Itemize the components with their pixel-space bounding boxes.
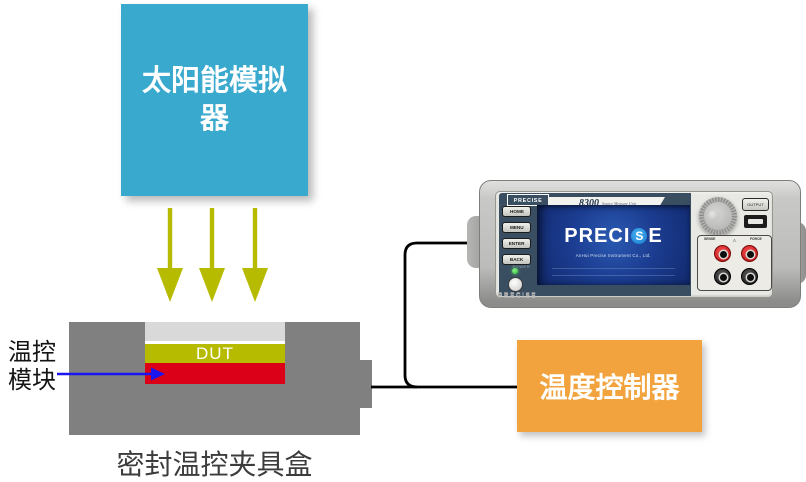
instrument-brand-label: PRECISE — [513, 196, 543, 204]
instrument-screen: PRECI S E AnHui Precise Instrument Co., … — [537, 205, 690, 285]
home-button-label: HOME — [509, 208, 524, 215]
screen-subtitle: AnHui Precise Instrument Co., Ltd. — [575, 252, 652, 258]
warning-triangle-icon: ⚠ — [732, 238, 737, 243]
power-button[interactable] — [508, 277, 523, 292]
instrument-model-label: 8300 — [579, 197, 599, 209]
force-label: FORCE — [750, 237, 762, 241]
menu-button-label: MENU — [509, 224, 524, 231]
solar-simulator-label: 太阳能模拟器 — [141, 65, 287, 135]
output-button-label: OUTPUT — [747, 202, 764, 207]
force-hi-jack[interactable] — [741, 245, 758, 262]
screen-divider-line — [552, 275, 675, 276]
output-button[interactable]: OUTPUT — [742, 198, 769, 211]
power-led-icon — [512, 268, 518, 274]
power-label: POWER — [512, 264, 531, 269]
fixture-caption: 密封温控夹具盒 — [116, 449, 313, 480]
temperature-controller-label: 温度控制器 — [539, 372, 680, 403]
jack-hole — [720, 274, 727, 281]
source-measure-unit: PRECISE 8300 Source Measure Unit HOME ME… — [455, 178, 806, 312]
sense-lo-jack[interactable] — [714, 268, 731, 285]
screen-brand-logo: PRECI S E — [564, 225, 662, 248]
force-lo-jack[interactable] — [741, 268, 758, 285]
jack-hole — [747, 251, 754, 258]
sense-label: SENSE — [704, 237, 716, 241]
jack-hole — [720, 251, 727, 258]
instrument-model-subtitle: Source Measure Unit — [602, 200, 636, 206]
dut-layer: DUT — [145, 344, 285, 363]
fixture-connector-tab — [360, 360, 372, 408]
fixture-sample-stack: DUT — [145, 322, 285, 384]
terminal-jack-panel: SENSE ⚠ FORCE — [697, 235, 772, 291]
instrument-control-area: PRECISE 8300 Source Measure Unit HOME ME… — [499, 193, 691, 296]
screen-brand-s-icon: S — [631, 228, 648, 244]
screen-divider-line — [552, 268, 675, 269]
screen-brand-left: PRECI — [564, 224, 631, 247]
thermal-module-layer — [145, 363, 285, 384]
thermal-module-pointer-arrow-icon — [57, 367, 165, 381]
menu-button[interactable]: MENU — [502, 222, 531, 233]
enter-button[interactable]: ENTER — [502, 238, 531, 249]
sense-hi-jack[interactable] — [714, 245, 731, 262]
dut-label: DUT — [196, 343, 234, 363]
back-button[interactable]: BACK — [502, 254, 531, 265]
solar-simulator-box: 太阳能模拟器 — [121, 4, 308, 196]
jack-hole — [747, 274, 754, 281]
usb-port-tongue — [748, 219, 763, 224]
rotary-knob[interactable] — [699, 197, 737, 235]
back-button-label: BACK — [509, 256, 524, 263]
rotary-knob-dimple — [708, 210, 719, 221]
home-button[interactable]: HOME — [502, 206, 531, 217]
temperature-controller-box: 温度控制器 — [517, 340, 702, 432]
case-brand-embossed: PRECISE — [498, 291, 538, 299]
screen-brand-right: E — [648, 224, 663, 247]
enter-button-label: ENTER — [508, 240, 525, 247]
fixture-glass-lid — [145, 322, 285, 341]
usb-port[interactable] — [744, 215, 767, 228]
light-down-arrows-icon — [157, 208, 268, 302]
thermal-module-label: 温控 模块 — [8, 339, 56, 394]
